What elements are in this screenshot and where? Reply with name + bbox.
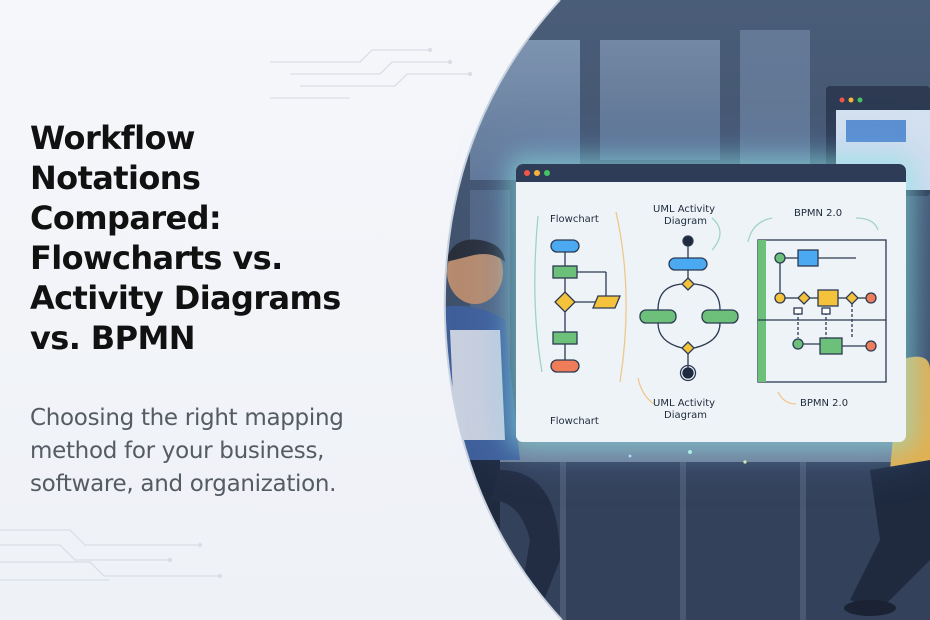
title-line: Workflow (30, 119, 195, 157)
activity-label-bottom-1: UML Activity (653, 398, 715, 409)
flowchart-diagram (534, 211, 627, 383)
window-minimize-dot (534, 170, 540, 176)
bpmn-label-top: BPMN 2.0 (794, 208, 842, 219)
subtitle-line: software, and organization. (30, 471, 337, 497)
title-line: Compared: (30, 199, 222, 237)
page-title: Workflow Notations Compared: Flowcharts … (30, 118, 430, 358)
subtitle-line: method for your business, (30, 438, 325, 464)
window-title-bar (516, 164, 906, 182)
bpmn-label-bottom: BPMN 2.0 (800, 398, 848, 409)
activity-label-top-1: UML Activity (653, 204, 715, 215)
activity-label-top-2: Diagram (664, 216, 707, 227)
bpmn-diagram (747, 217, 887, 405)
diagram-screen: Flowchart Flowchart UML Activity Diagram… (516, 164, 906, 442)
subtitle-line: Choosing the right mapping (30, 405, 344, 431)
title-line: Activity Diagrams (30, 279, 341, 317)
window-close-dot (524, 170, 530, 176)
activity-diagram (637, 217, 739, 405)
notation-diagrams: Flowchart Flowchart UML Activity Diagram… (516, 182, 906, 442)
activity-label-bottom-2: Diagram (664, 410, 707, 421)
flowchart-label-bottom: Flowchart (550, 416, 599, 427)
title-line: Notations (30, 159, 201, 197)
title-line: vs. BPMN (30, 319, 195, 357)
flowchart-label-top: Flowchart (550, 214, 599, 225)
subtitle: Choosing the right mapping method for yo… (30, 402, 410, 501)
window-maximize-dot (544, 170, 550, 176)
title-line: Flowcharts vs. (30, 239, 283, 277)
